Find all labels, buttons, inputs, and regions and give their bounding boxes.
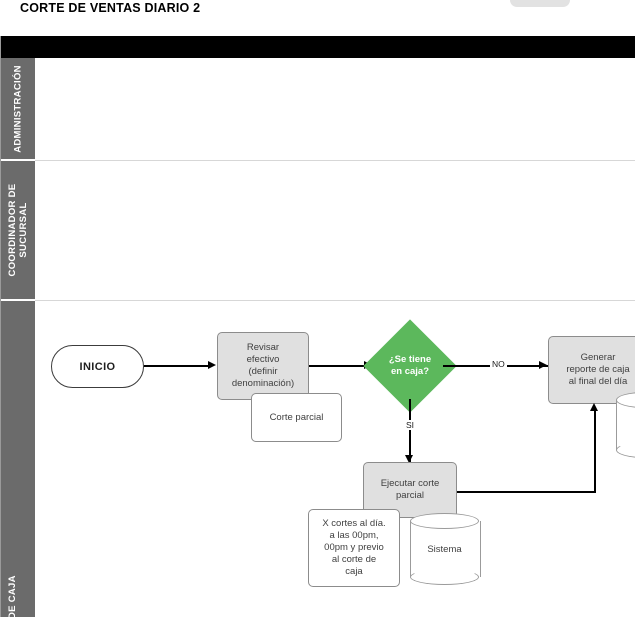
- page-title: CORTE DE VENTAS DIARIO 2: [20, 1, 201, 15]
- edge-decision-no-arrowhead: [539, 361, 547, 369]
- node-generar-reporte[interactable]: Generar reporte de caja al final del día: [548, 336, 635, 404]
- note-corte-parcial-label: Corte parcial: [269, 411, 324, 423]
- node-inicio[interactable]: INICIO: [51, 345, 144, 388]
- node-decision-se-tiene-en-caja[interactable]: ¿Se tiene en caja?: [363, 319, 457, 413]
- lane-header-encargada-caja: GADA DE CAJA: [1, 301, 35, 617]
- edge-ejecutar-to-generar-arrowhead: [590, 403, 598, 411]
- edge-decision-si: [409, 399, 411, 463]
- lane-header-administracion: ADMINISTRACIÓN: [1, 58, 35, 160]
- lane-body-coordinador-sucursal: [35, 161, 635, 300]
- data-store-right-body: [616, 400, 635, 450]
- edge-ejecutar-to-generar-vertical: [594, 411, 596, 492]
- pool-header-band: [0, 36, 635, 58]
- lane-divider-2: [35, 300, 635, 301]
- edge-label-si: SI: [404, 420, 417, 430]
- note-x-cortes-al-dia-label: X cortes al día. a las 00pm, 00pm y prev…: [322, 518, 386, 577]
- node-revisar-efectivo[interactable]: Revisar efectivo (definir denominación): [217, 332, 309, 400]
- data-store-sistema[interactable]: Sistema: [410, 513, 481, 585]
- data-store-sistema-right-label: S: [616, 392, 635, 458]
- note-x-cortes-al-dia[interactable]: X cortes al día. a las 00pm, 00pm y prev…: [308, 509, 400, 587]
- node-revisar-efectivo-label: Revisar efectivo (definir denominación): [231, 342, 295, 389]
- node-ejecutar-corte-parcial-label: Ejecutar corte parcial: [380, 478, 440, 501]
- data-store-sistema-bottom: [410, 569, 479, 585]
- partial-toolbar-chip[interactable]: [510, 0, 570, 7]
- edge-ejecutar-to-generar-horizontal: [457, 491, 596, 493]
- edge-label-no: NO: [490, 359, 507, 369]
- node-generar-reporte-label: Generar reporte de caja al final del día: [566, 352, 630, 387]
- edge-revisar-to-decision: [309, 365, 366, 367]
- edge-inicio-to-revisar: [144, 365, 210, 367]
- data-store-sistema-right[interactable]: S: [616, 392, 635, 458]
- node-inicio-label: INICIO: [79, 360, 116, 373]
- swimlane-pool: ADMINISTRACIÓN COORDINADOR DE SUCURSAL G…: [0, 58, 635, 617]
- data-store-sistema-top: [410, 513, 479, 529]
- node-ejecutar-corte-parcial[interactable]: Ejecutar corte parcial: [363, 462, 457, 518]
- data-store-sistema-label: Sistema: [427, 543, 462, 555]
- lane-header-coordinador-sucursal: COORDINADOR DE SUCURSAL: [1, 161, 35, 300]
- lane-body-administracion: [35, 58, 635, 160]
- note-corte-parcial[interactable]: Corte parcial: [251, 393, 342, 442]
- lane-label-coordinador-sucursal: COORDINADOR DE SUCURSAL: [7, 183, 29, 277]
- lane-label-administracion: ADMINISTRACIÓN: [12, 64, 24, 153]
- lane-label-encargada-caja: GADA DE CAJA: [7, 575, 18, 617]
- data-store-sistema-body: [410, 521, 481, 577]
- edge-inicio-to-revisar-arrowhead: [208, 361, 216, 369]
- node-decision-label: ¿Se tiene en caja?: [388, 354, 432, 377]
- lane-divider-1: [35, 160, 635, 161]
- edge-decision-si-arrowhead: [405, 455, 413, 463]
